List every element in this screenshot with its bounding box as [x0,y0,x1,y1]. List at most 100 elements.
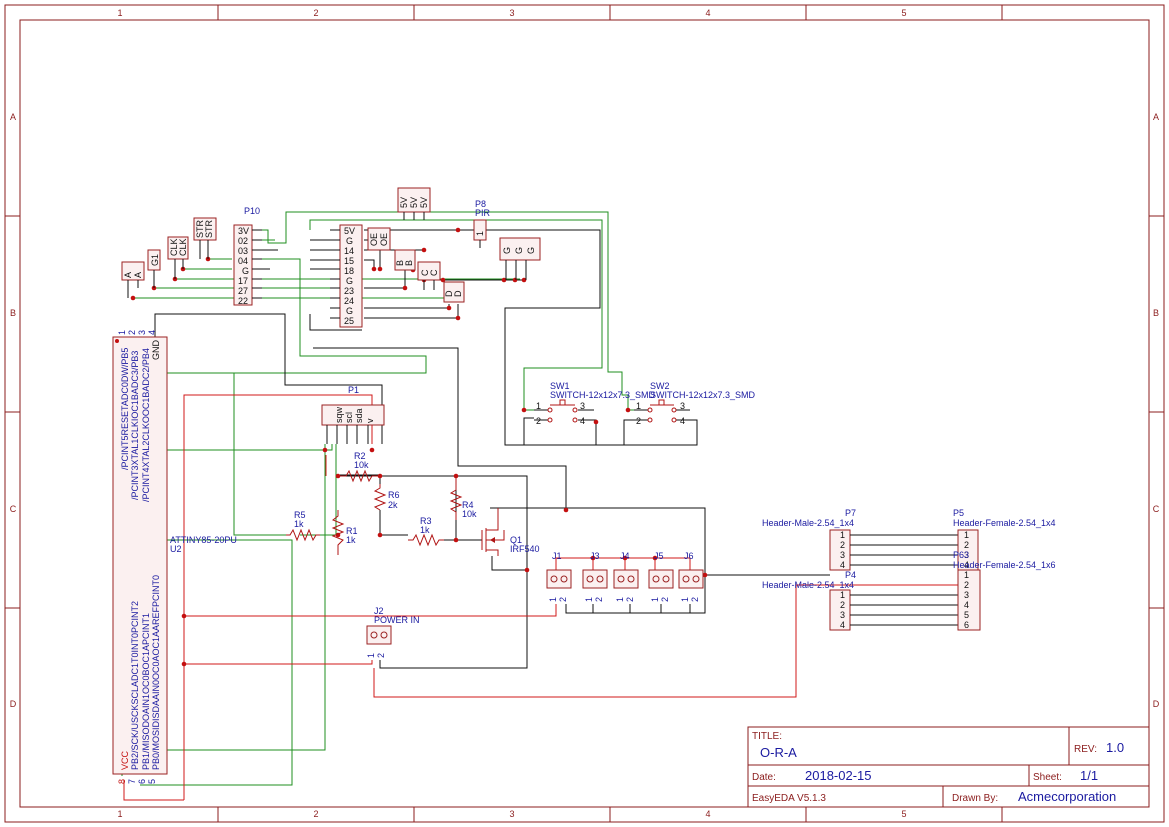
terminal-j4[interactable]: J4 1 2 [613,551,639,602]
c-label-1: C [420,269,430,276]
zone-row-d-right: D [1153,699,1160,709]
5v-label-3: 5V [419,197,429,208]
p1-pin-scl: scl [344,412,354,423]
terminal-j6[interactable]: J6 1 2 [678,551,704,602]
part-d[interactable]: D D [443,281,465,303]
clk-label-1: CLK [169,238,179,256]
terminal-j5[interactable]: J5 1 2 [648,551,674,602]
switch-sw1[interactable]: SW1 SWITCH-12x12x7.3_SMD 1 2 3 4 [534,381,656,426]
u2-pin-num-3: 3 [137,330,147,335]
terminal-j2-power-in[interactable]: J2 POWER IN 1 2 [366,606,420,658]
terminal-j3[interactable]: J3 1 2 [582,551,608,602]
u2-pin-label-2: /PCINT3XTAL1CLKIOC1BADC3/PB3 [130,351,140,500]
sw2-pin-4: 4 [680,416,685,426]
zone-row-c-left: C [10,504,17,514]
sw2-value: SWITCH-12x12x7.3_SMD [650,390,756,400]
header-p10b[interactable]: 5V G 14 15 18 G 23 24 G 25 [330,224,363,328]
p10-pin-1: 3V [238,226,249,236]
part-b[interactable]: B B [394,249,416,271]
5v-label-1: 5V [399,197,409,208]
b-label-1: B [395,260,405,266]
str-label-2: STR [204,219,214,238]
ggg-label-2: G [514,247,524,254]
r4-value: 10k [462,509,477,519]
part-p1[interactable]: P1 sqw scl sda v [321,385,385,444]
j5-pin-1: 1 [650,597,660,602]
p4-pin-1: 1 [840,590,845,600]
p1-pin-sda: sda [354,408,364,423]
sw1-pin-2: 2 [536,416,541,426]
p6-ref: P63 [953,550,969,560]
sheet-value: 1/1 [1080,768,1098,783]
d-label-1: D [444,290,454,297]
software-label: EasyEDA V5.1.3 [752,793,826,804]
p10b-pin-8: 24 [344,296,354,306]
p6-pin-2: 2 [964,580,969,590]
zone-col-3-bottom: 3 [509,809,514,819]
ggg-label-1: G [502,247,512,254]
part-5v[interactable]: 5V 5V 5V [397,187,431,220]
u2-pin-num-2: 2 [127,330,137,335]
r3-ref: R3 [420,516,432,526]
resistor-r3[interactable]: R3 1k [408,516,444,547]
r2-value: 10k [354,460,369,470]
resistor-r5[interactable]: R5 1k [286,510,320,542]
date-label: Date: [752,772,776,783]
ic-u2-attiny85[interactable]: /PCINT5RESETADC0DW/PB5 /PCINT3XTAL1CLKIO… [112,330,237,784]
r5-ref: R5 [294,510,306,520]
j6-ref: J6 [684,551,694,561]
part-c[interactable]: C C [417,261,441,290]
switch-sw2[interactable]: SW2 SWITCH-12x12x7.3_SMD 1 2 3 4 [634,381,756,426]
zone-col-4-bottom: 4 [705,809,710,819]
terminal-j1[interactable]: J1 1 2 [546,551,572,602]
drawing-frame: 1 2 3 4 5 1 2 3 4 5 A B C D A B C D [4,4,1165,823]
sw2-ref: SW2 [650,381,670,391]
j2-value: POWER IN [374,615,420,625]
drawn-by-label: Drawn By: [952,793,998,804]
p10b-pin-2: G [346,236,353,246]
u2-pin-label-5: PB0/MOSIDISDAAIN0OC0AOC1AAREFPCINT0 [151,575,161,770]
resistor-r1[interactable]: R1 1k [331,510,358,555]
header-p10[interactable]: P10 3V 02 03 04 G 17 27 22 [233,206,278,306]
part-g1[interactable]: G1 [147,249,161,288]
part-oe[interactable]: OE OE [367,227,391,251]
resistor-r2[interactable]: R2 10k [340,451,380,483]
r2-ref: R2 [354,451,366,461]
mosfet-q1[interactable]: Q1 IRF540 [481,508,540,556]
header-p4[interactable]: P4 Header-Male-2.54_1x4 1 2 3 4 [762,570,858,631]
sw2-pin-1: 1 [636,401,641,411]
q1-ref: Q1 [510,535,522,545]
u2-pin-num-8: 8 [117,779,127,784]
resistor-r4[interactable]: R4 10k [449,476,477,520]
p10-pin-6: 17 [238,276,248,286]
p4-ref: P4 [845,570,856,580]
part-p8-pir[interactable]: P8 PIR 1 [473,199,491,248]
zone-row-a-left: A [10,112,16,122]
part-clk[interactable]: CLK CLK [167,236,189,279]
p10b-pin-10: 25 [344,316,354,326]
wires-black [154,229,958,669]
j3-pin-2: 2 [594,597,604,602]
sw1-pin-1: 1 [536,401,541,411]
sw1-ref: SW1 [550,381,570,391]
p10-pin-4: 04 [238,256,248,266]
part-ggg[interactable]: G G G [499,237,541,280]
p4-pin-2: 2 [840,600,845,610]
header-p7[interactable]: P7 Header-Male-2.54_1x4 1 2 3 4 [762,508,858,571]
p8-pin-1: 1 [475,231,485,236]
p6-pin-6: 6 [964,620,969,630]
zone-col-1-bottom: 1 [117,809,122,819]
p10-pin-2: 02 [238,236,248,246]
j1-ref: J1 [552,551,562,561]
j4-pin-2: 2 [625,597,635,602]
resistor-r6[interactable]: R6 2k [373,484,400,511]
j6-pin-2: 2 [690,597,700,602]
p5-pin-3: 3 [964,550,969,560]
j6-pin-1: 1 [680,597,690,602]
header-p5[interactable]: P5 Header-Female-2.54_1x4 1 2 3 4 [953,508,1056,571]
part-a[interactable]: A A [121,261,145,298]
part-str[interactable]: STR STR [193,217,217,259]
header-p6[interactable]: P63 Header-Female-2.54_1x6 1 2 3 4 5 6 [953,550,1056,631]
u2-pin-num-6: 6 [137,779,147,784]
